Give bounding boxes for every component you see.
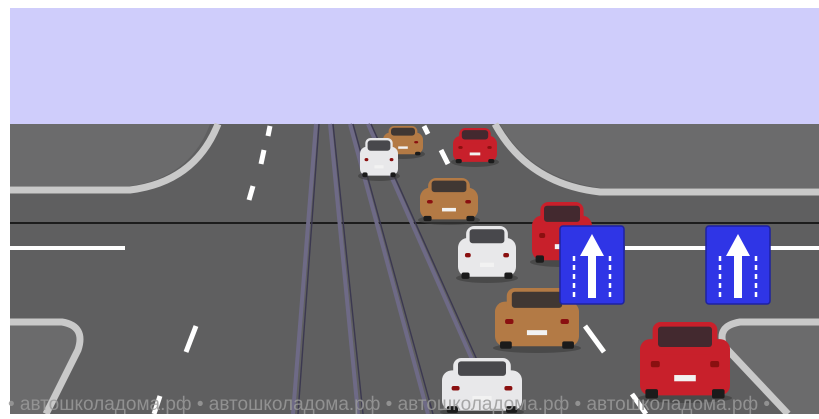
curb-bottom-left — [10, 322, 78, 414]
car — [493, 288, 581, 353]
car — [418, 178, 480, 225]
lane-direction-sign — [559, 225, 625, 305]
car — [456, 226, 518, 283]
curb-top-left — [10, 124, 210, 186]
car — [451, 128, 499, 167]
sky — [10, 8, 819, 125]
watermark-text: • автошколадома.рф • автошколадома.рф • … — [8, 394, 770, 414]
lane-dashes-right — [421, 124, 649, 416]
curb-bottom-left-edge — [10, 318, 84, 416]
curb-bottom-right — [723, 322, 819, 414]
lane-dashes-left — [151, 125, 273, 415]
curb-top-right-edge — [491, 122, 819, 196]
lane-direction-sign — [705, 225, 771, 305]
car — [638, 322, 732, 403]
straight-arrow-lanes-icon — [718, 234, 758, 300]
car — [358, 138, 400, 181]
curb-top-right — [500, 124, 819, 188]
straight-arrow-lanes-icon — [572, 234, 612, 300]
curb-top-left-edge — [10, 122, 222, 194]
